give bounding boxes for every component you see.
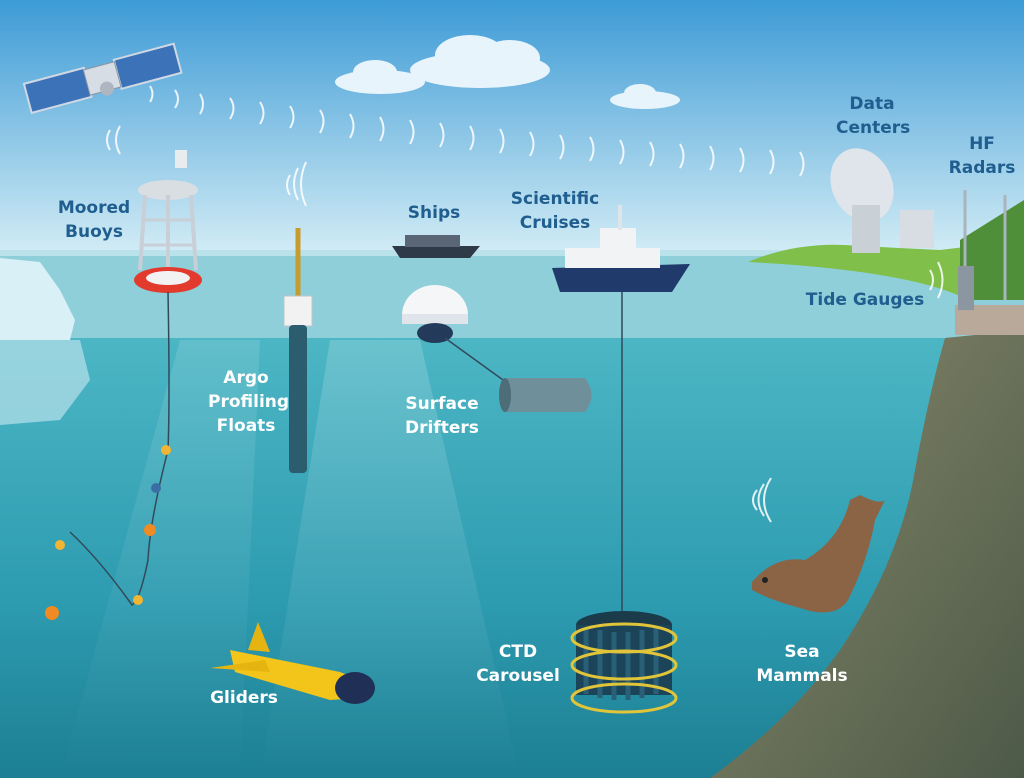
tide-gauge-icon — [958, 266, 974, 310]
ctd-carousel-icon — [570, 611, 678, 714]
label-gliders: Gliders — [210, 688, 278, 708]
cliff — [710, 330, 1024, 778]
iceberg-icon — [0, 258, 90, 425]
satellite-icon — [22, 42, 183, 115]
glider-icon — [210, 622, 375, 704]
research-vessel-icon — [552, 205, 690, 612]
seal-icon — [752, 495, 885, 613]
coastline — [748, 240, 1024, 300]
argo-float-icon — [283, 228, 313, 473]
label-tide-gauges: Tide Gauges — [805, 290, 925, 310]
signal-waves-icon — [106, 85, 944, 523]
moored-buoy-icon — [45, 150, 202, 620]
radar-dish-icon — [830, 148, 934, 253]
ship-icon — [392, 235, 480, 258]
cloud-icon — [335, 35, 680, 109]
surface-drifter-icon — [402, 285, 592, 412]
label-ships: Ships — [407, 203, 461, 223]
